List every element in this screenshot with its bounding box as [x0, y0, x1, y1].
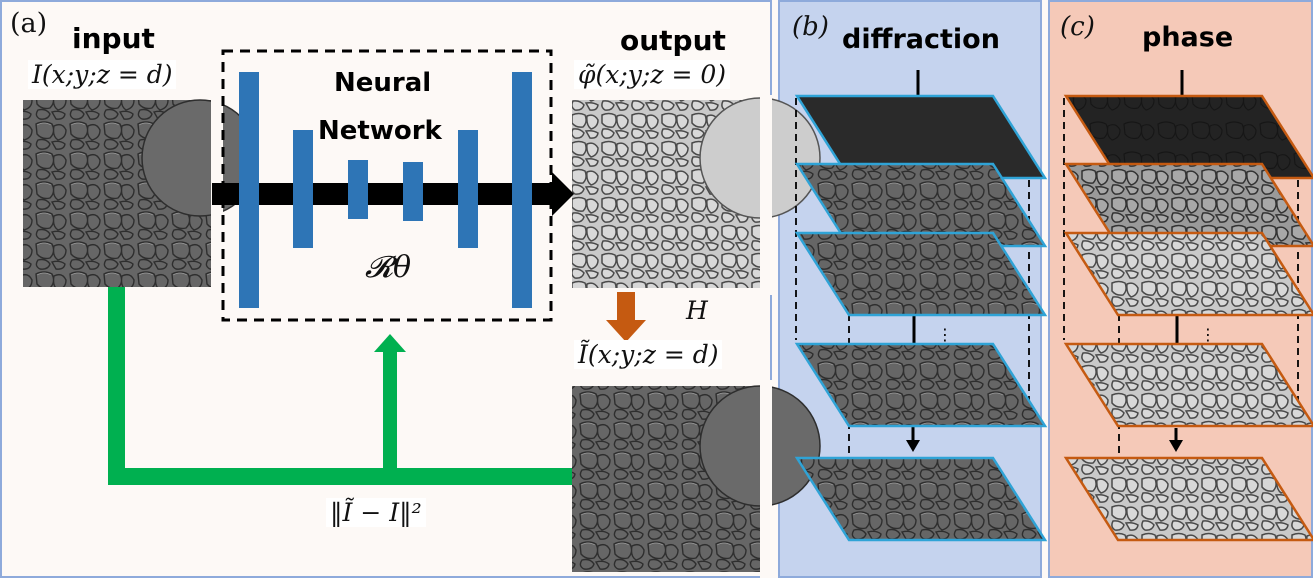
phase-layer-3	[1063, 231, 1313, 317]
reconstructed-hologram-image	[572, 380, 821, 578]
layer-bar-1	[239, 72, 259, 308]
reconstructed-formula: Ĩ(x;y;z = d)	[574, 340, 723, 369]
loss-arrow-head	[374, 334, 406, 352]
output-formula: φ̃(x;y;z = 0)	[574, 60, 730, 89]
diffraction-layer-1	[794, 94, 1048, 180]
output-title: output	[620, 24, 726, 57]
phase-layer-5	[1063, 456, 1313, 542]
layer-bar-3	[348, 160, 368, 219]
diffraction-layer-5	[794, 456, 1048, 542]
loss-feedback-path	[108, 287, 572, 485]
diffraction-layer-3	[794, 231, 1048, 317]
layer-bar-2	[293, 130, 313, 248]
panel-b-tag: (b)	[792, 12, 829, 42]
panel-c-tag: (c)	[1060, 12, 1095, 42]
diffraction-title: diffraction	[842, 24, 1000, 55]
diffraction-arrow-head	[906, 440, 920, 452]
layer-bar-4	[403, 162, 423, 221]
input-title: input	[72, 22, 155, 55]
phase-ellipsis: ⋮	[1200, 325, 1216, 344]
layer-bar-6	[512, 72, 532, 308]
output-phase-image	[572, 95, 821, 295]
phase-arrow-head	[1169, 440, 1183, 452]
loss-formula: ‖Ĩ − I‖²	[326, 498, 426, 527]
network-title-line2: Network	[318, 116, 442, 146]
layer-bar-5	[458, 130, 478, 248]
network-layers	[239, 72, 532, 308]
phase-layer-4	[1063, 342, 1313, 428]
diffraction-layer-2	[794, 162, 1048, 248]
diffraction-layer-4	[794, 342, 1048, 428]
propagation-arrow	[606, 292, 646, 342]
phase-title: phase	[1142, 22, 1234, 53]
input-formula: I(x;y;z = d)	[28, 60, 177, 89]
diffraction-ellipsis: ⋮	[937, 325, 953, 344]
phase-layer-1	[1063, 94, 1313, 180]
propagation-operator-label: H	[686, 296, 708, 325]
network-symbol: 𝓡θ	[365, 250, 412, 285]
panel-a-tag: (a)	[10, 8, 48, 39]
network-title-line1: Neural	[334, 68, 432, 98]
phase-layer-2	[1063, 162, 1313, 248]
